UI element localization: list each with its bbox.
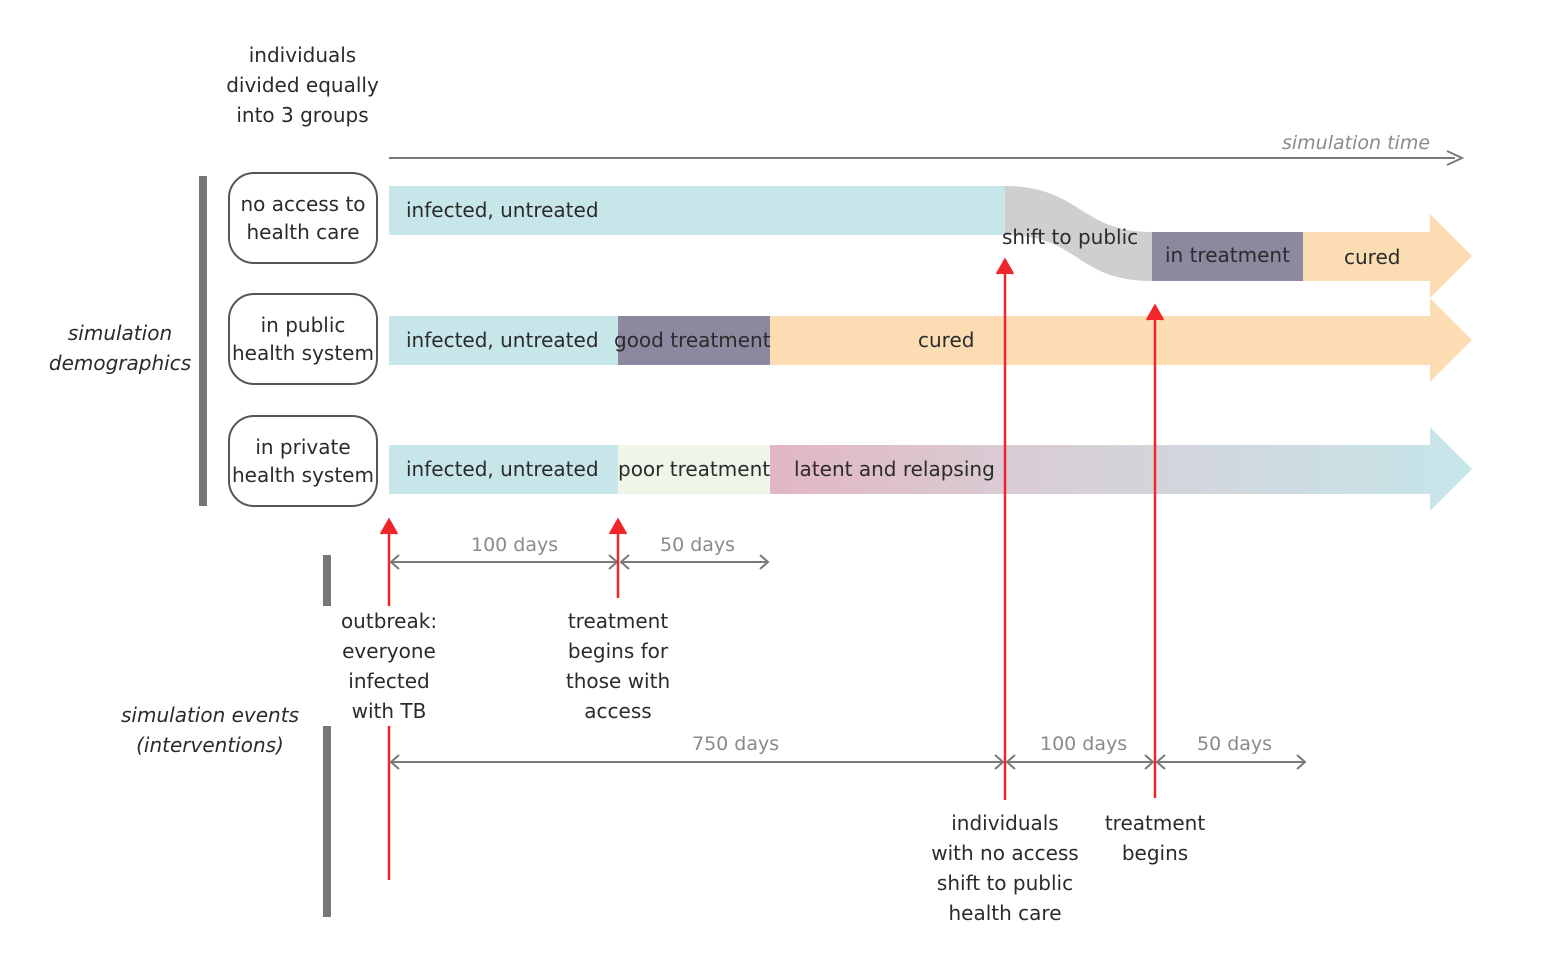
duration-top-second: 50 days — [660, 534, 736, 556]
row1-cured-label: cured — [1344, 245, 1401, 269]
event-treatment-access-line2: begins for — [567, 639, 669, 663]
groups-header-line2: divided equally — [226, 73, 379, 97]
event-treatment-access: treatment begins for those with access — [548, 606, 688, 726]
row2-treatment-label: good treatment — [614, 328, 771, 352]
group-no-access: no access to health care — [228, 172, 378, 264]
group-public-line2: health system — [232, 341, 374, 365]
groups-header-line3: into 3 groups — [236, 103, 369, 127]
group-no-access-line2: health care — [246, 220, 360, 244]
demographics-label-line1: simulation — [67, 321, 173, 345]
row3-latent-arrow — [770, 427, 1472, 511]
duration-bottom-first: 750 days — [692, 733, 780, 755]
duration-bars-bottom — [389, 754, 1307, 770]
row3-infected-label: infected, untreated — [406, 457, 599, 481]
group-public-line1: in public — [260, 313, 346, 337]
event-arrows — [379, 257, 1165, 880]
row2-treatment-segment — [618, 316, 770, 365]
row3-poor-treatment-segment — [618, 445, 770, 494]
row1-shift-segment — [1005, 186, 1152, 281]
events-label: simulation events (interventions) — [110, 700, 310, 760]
duration-bottom-third: 50 days — [1197, 733, 1273, 755]
event-treatment-begins: treatment begins — [1090, 808, 1220, 868]
duration-bars-top — [389, 554, 770, 570]
event-shift-public-line4: health care — [948, 901, 1062, 925]
event-treatment-begins-line1: treatment — [1104, 811, 1206, 835]
event-treatment-access-line3: those with — [565, 669, 671, 693]
row1-infected-label: infected, untreated — [406, 198, 599, 222]
row1-treatment-segment — [1152, 232, 1303, 281]
event-outbreak: outbreak: everyone infected with TB — [319, 606, 459, 726]
event-outbreak-line3: infected — [348, 669, 430, 693]
events-bracket — [323, 555, 331, 917]
simulation-time-label: simulation time — [1282, 132, 1431, 154]
demographics-label: simulation demographics — [40, 318, 200, 378]
event-outbreak-line1: outbreak: — [340, 609, 438, 633]
group-private-line2: health system — [232, 463, 374, 487]
event-shift-public-line2: with no access — [931, 841, 1079, 865]
event-shift-public-line1: individuals — [951, 811, 1059, 835]
event-outbreak-line4: with TB — [351, 699, 427, 723]
events-label-line2: (interventions) — [136, 733, 284, 757]
row2-infected-segment — [389, 316, 618, 365]
event-shift-public-line3: shift to public — [936, 871, 1074, 895]
row1-treatment-label: in treatment — [1165, 243, 1290, 267]
event-treatment-begins-line2: begins — [1121, 841, 1189, 865]
event-shift-public: individuals with no access shift to publ… — [915, 808, 1095, 928]
row1-cured-arrow — [1303, 214, 1472, 298]
row1-shift-label: shift to public — [1002, 225, 1139, 249]
row2-cured-arrow — [770, 298, 1472, 382]
duration-top-first: 100 days — [471, 534, 559, 556]
row2-infected-label: infected, untreated — [406, 328, 599, 352]
group-public: in public health system — [228, 293, 378, 385]
duration-bottom-second: 100 days — [1040, 733, 1128, 755]
demographics-bracket — [199, 176, 207, 506]
group-private: in private health system — [228, 415, 378, 507]
event-treatment-access-line4: access — [584, 699, 652, 723]
demographics-label-line2: demographics — [48, 351, 192, 375]
row2-cured-label: cured — [918, 328, 975, 352]
row3-treatment-label: poor treatment — [618, 457, 771, 481]
event-outbreak-line2: everyone — [342, 639, 436, 663]
row3-latent-label: latent and relapsing — [794, 457, 995, 481]
groups-header-line1: individuals — [248, 43, 357, 67]
group-no-access-line1: no access to — [240, 192, 366, 216]
groups-header: individuals divided equally into 3 group… — [195, 40, 410, 130]
event-treatment-access-line1: treatment — [567, 609, 669, 633]
group-private-line1: in private — [255, 435, 351, 459]
time-axis-arrowhead — [1446, 150, 1465, 166]
events-label-line1: simulation events — [121, 703, 299, 727]
row3-infected-segment — [389, 445, 618, 494]
row1-infected-segment — [389, 186, 1005, 235]
